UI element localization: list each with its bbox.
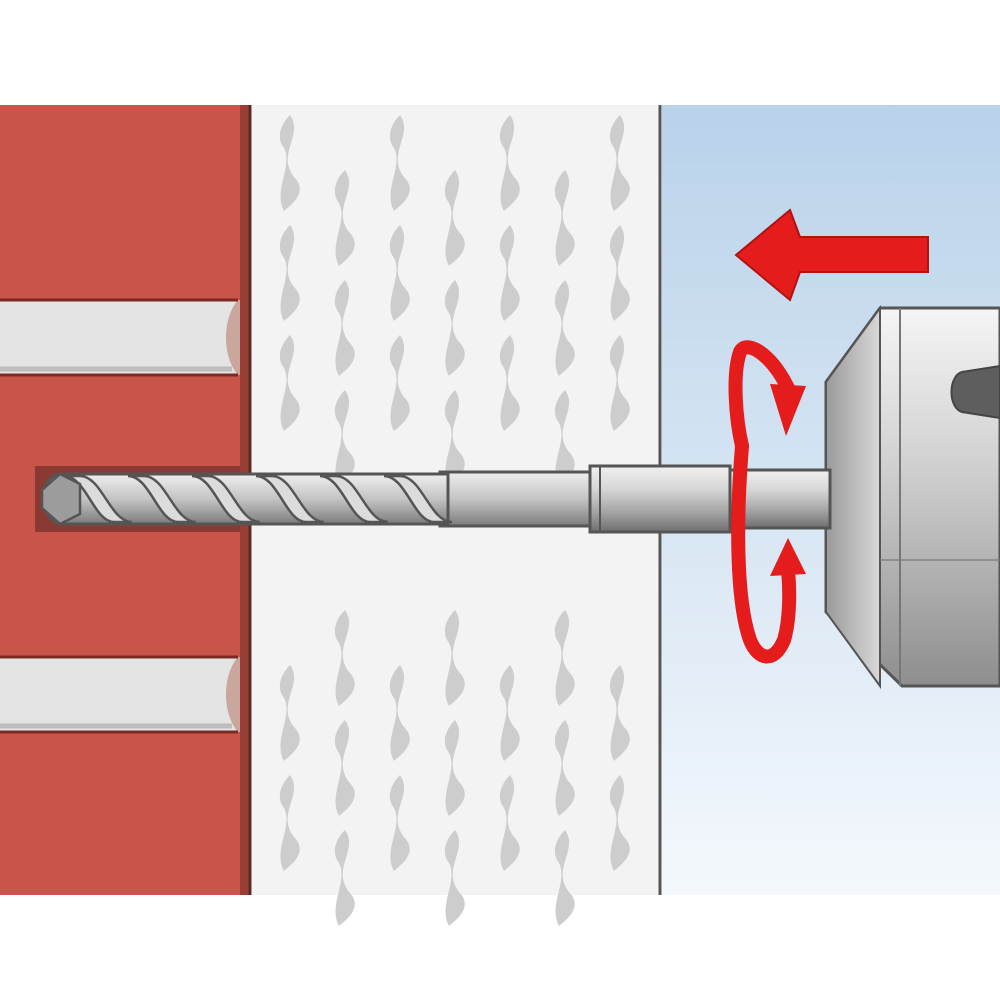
- insulation-fiber: [334, 720, 355, 816]
- insulation-fiber: [444, 170, 465, 266]
- insulation-fiber: [499, 115, 520, 211]
- insulation-fiber: [334, 170, 355, 266]
- insulation-fiber: [444, 280, 465, 376]
- insulation-fiber: [609, 335, 630, 431]
- insulation-fiber: [609, 115, 630, 211]
- insulation-fiber: [554, 390, 575, 486]
- insulation-fiber: [444, 390, 465, 486]
- insulation-fiber: [609, 665, 630, 761]
- insulation-fiber: [279, 665, 300, 761]
- insulation-fiber: [389, 225, 410, 321]
- drill-flute: [319, 474, 389, 524]
- chuck-key-hole: [950, 364, 1000, 420]
- insulation-fiber: [389, 775, 410, 871]
- mortar-joint-lower: [0, 657, 238, 732]
- insulation-fiber: [499, 665, 520, 761]
- insulation-fiber: [499, 225, 520, 321]
- direction-arrow-left: [734, 208, 929, 302]
- drill-flute: [383, 474, 453, 524]
- drill-shank: [438, 464, 832, 534]
- insulation-fiber: [444, 830, 465, 926]
- insulation-pattern: [279, 115, 630, 926]
- insulation-fiber: [279, 335, 300, 431]
- drill-tip: [40, 472, 82, 526]
- insulation-fiber: [389, 335, 410, 431]
- insulation-fiber: [609, 225, 630, 321]
- drill-flute: [255, 474, 325, 524]
- drill-bit-fluted: [40, 472, 453, 526]
- insulation-fiber: [554, 610, 575, 706]
- insulation-fiber: [444, 720, 465, 816]
- insulation-fiber: [499, 335, 520, 431]
- insulation-fiber: [334, 280, 355, 376]
- insulation-fiber: [554, 280, 575, 376]
- insulation-fiber: [554, 720, 575, 816]
- rotation-arrowhead-lower: [770, 538, 806, 576]
- drill-flute: [127, 474, 197, 524]
- rotation-arrow: [728, 340, 806, 664]
- insulation-fiber: [499, 775, 520, 871]
- insulation-fiber: [279, 225, 300, 321]
- insulation-fiber: [334, 830, 355, 926]
- insulation-fiber: [554, 830, 575, 926]
- drill-chuck: [824, 304, 1000, 690]
- insulation-fiber: [554, 170, 575, 266]
- drill-flute: [191, 474, 261, 524]
- insulation-fiber: [389, 665, 410, 761]
- insulation-fiber: [334, 610, 355, 706]
- insulation-fiber: [279, 115, 300, 211]
- insulation-fiber: [279, 775, 300, 871]
- rotation-arrowhead-upper: [770, 384, 806, 436]
- insulation-fiber: [609, 775, 630, 871]
- insulation-fiber: [389, 115, 410, 211]
- mortar-joint-upper: [0, 300, 238, 375]
- insulation-fiber: [444, 610, 465, 706]
- insulation-fiber: [334, 390, 355, 486]
